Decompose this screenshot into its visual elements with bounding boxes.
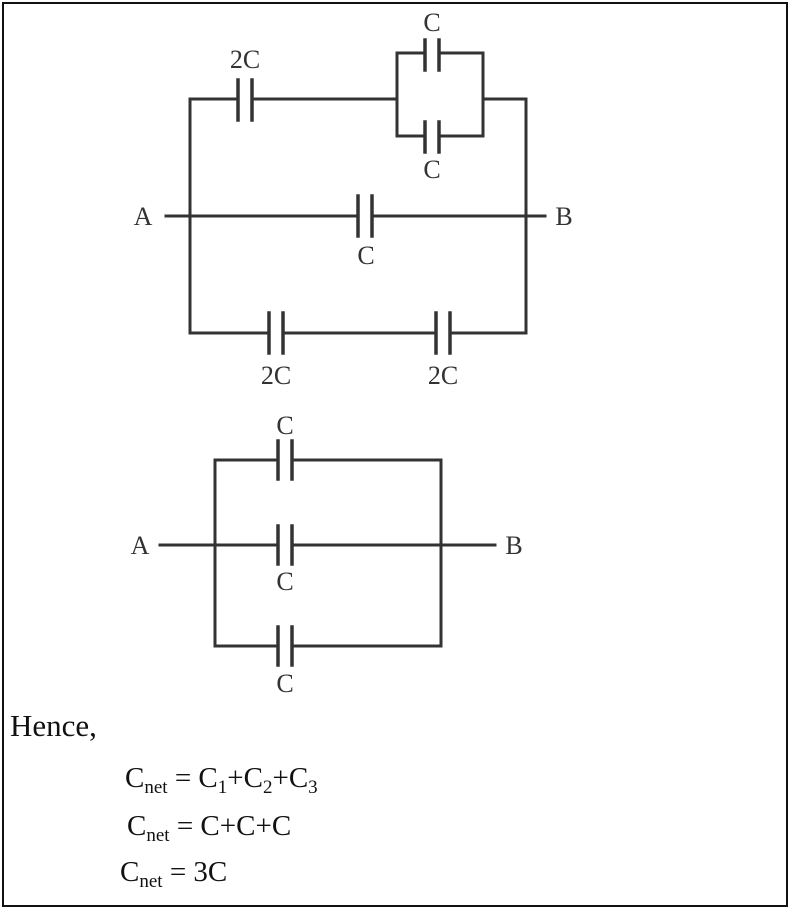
eq-sub: 2: [262, 777, 273, 798]
eq-term: +C: [272, 762, 309, 794]
capacitor-label: 2C: [261, 361, 291, 390]
equation-2: Cnet = C+C+C: [127, 810, 291, 847]
capacitor-label: C: [276, 411, 293, 440]
hence-text: Hence,: [10, 708, 97, 743]
eq-lhs: C: [125, 762, 145, 794]
eq-sub: 3: [308, 777, 318, 798]
capacitor-label: 2C: [428, 361, 458, 390]
eq-term: = C: [174, 762, 218, 794]
terminal-b-label: B: [505, 531, 522, 560]
eq-lhs-sub: net: [144, 777, 168, 798]
capacitor-label: C: [276, 567, 293, 596]
eq-lhs-sub: net: [139, 871, 163, 892]
parallel-wire-left: [395, 51, 427, 138]
capacitor-label: 2C: [230, 45, 260, 74]
capacitor-label: C: [276, 669, 293, 698]
eq-sub: 1: [217, 777, 228, 798]
eq-term: +C: [227, 762, 263, 794]
capacitor-label: C: [423, 8, 440, 37]
eq-lhs: C: [120, 856, 140, 888]
terminal-a-label: A: [134, 202, 153, 231]
eq-rhs: = C+C+C: [176, 810, 292, 842]
eq-lhs: C: [127, 810, 147, 842]
circuit-1: A B 2C C C C 2C 2C: [134, 8, 573, 390]
capacitor-label: C: [423, 155, 440, 184]
equation-3: Cnet = 3C: [120, 856, 227, 893]
parallel-wire-right: [437, 51, 485, 138]
terminal-a-label: A: [131, 531, 150, 560]
terminal-b-label: B: [555, 202, 572, 231]
eq-lhs-sub: net: [146, 825, 170, 846]
circuit-2: A B C C C: [131, 411, 523, 698]
capacitor-label: C: [357, 241, 374, 270]
eq-rhs: = 3C: [169, 856, 228, 888]
equation-1: Cnet = C1+C2+C3: [125, 762, 318, 799]
